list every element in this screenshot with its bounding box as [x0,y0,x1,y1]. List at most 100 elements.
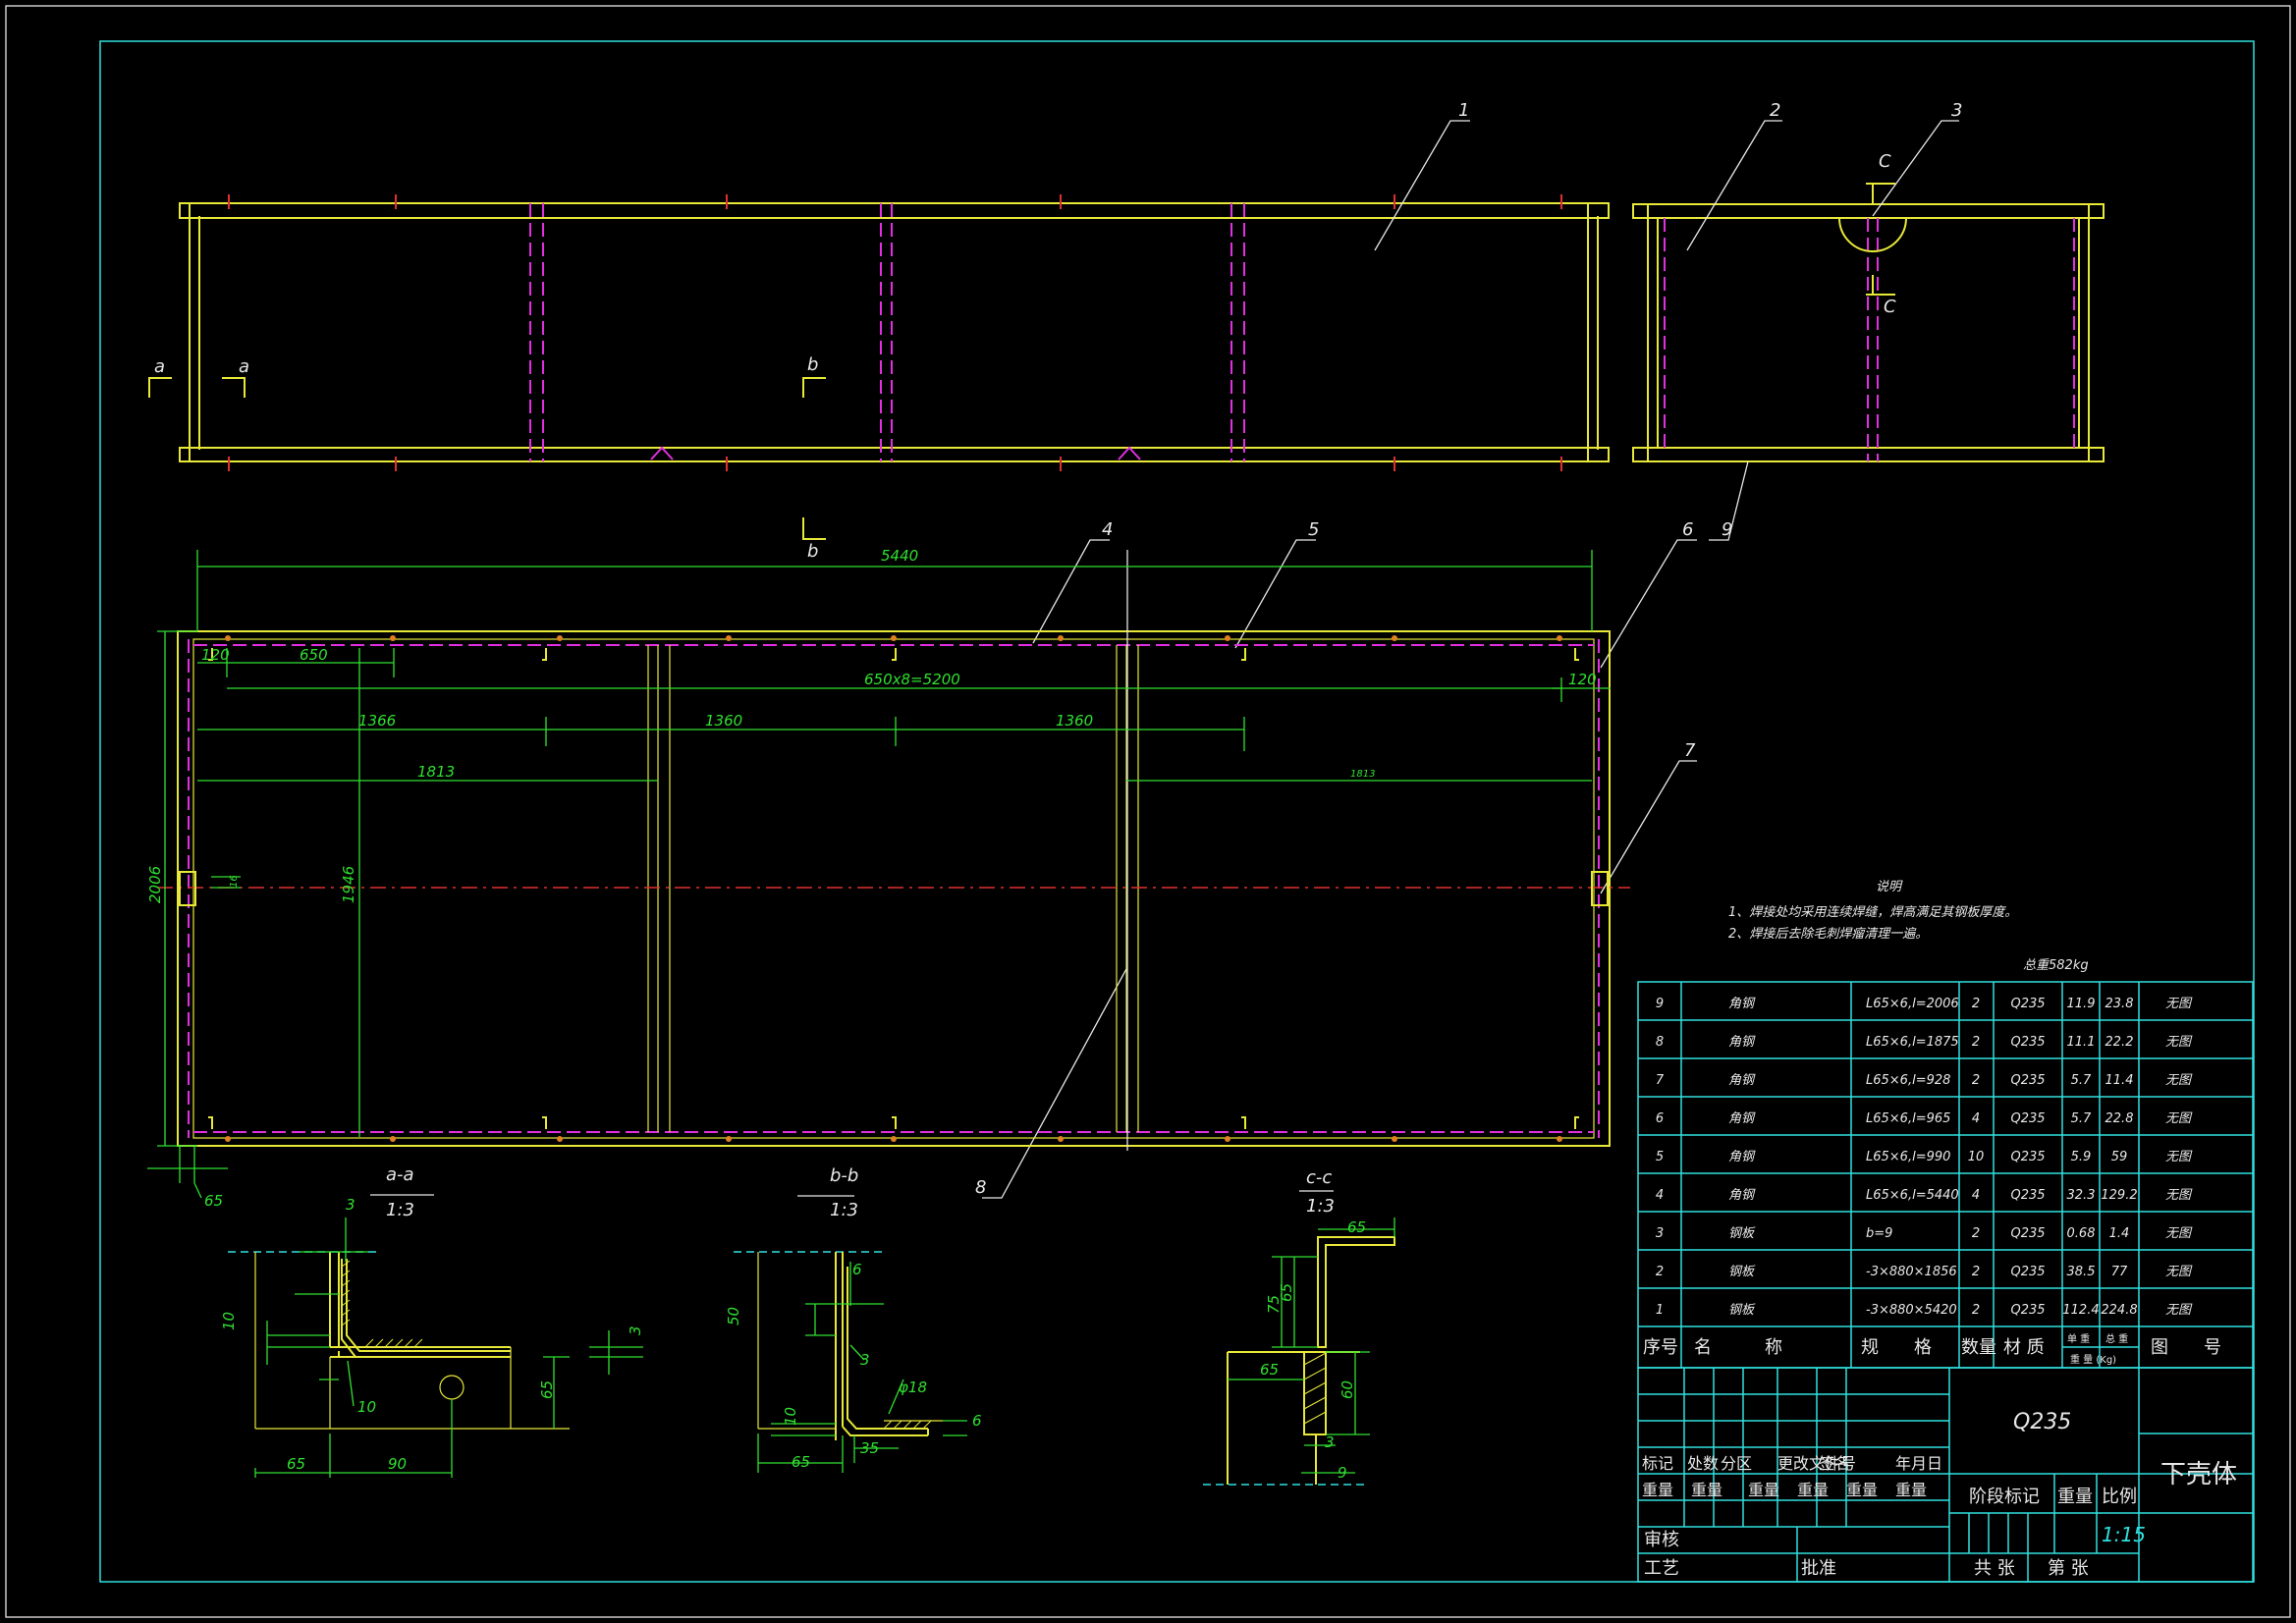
sheet-no: 第 张 [2048,1558,2089,1579]
bom-header-spec: 规 格 [1861,1337,1932,1358]
bom-cell-total: 22.8 [2105,1111,2134,1126]
bom-cell-mat: Q235 [2010,1035,2045,1050]
side-view [1632,183,2105,462]
notes-title: 说明 [1876,880,1903,894]
section-c-c-dim-9: 9 [1338,1464,1347,1482]
notes-item-1: 1、焊接处均采用连续焊缝，焊高满足其钢板厚度。 [1728,905,2017,920]
bom-cell-spec: -3×880×1856 [1866,1265,1957,1279]
sign-cell: 重量 [1642,1481,1673,1499]
rev-header: 分区 [1721,1454,1752,1473]
rev-header: 处数 [1687,1454,1719,1473]
cut-c-bottom: C [1884,297,1896,317]
dim-seg3: 1360 [1056,712,1093,730]
bom-cell-mat: Q235 [2010,1303,2045,1318]
section-b-b-dim-6-top: 6 [852,1261,862,1278]
dim-span-right: 1813 [1350,769,1375,780]
bom-cell-qty: 2 [1972,1303,1980,1318]
bom-header-qty: 数量 [1961,1337,1996,1358]
bom-cell-qty: 2 [1972,1073,1980,1088]
scale-label: 比例 [2102,1487,2137,1507]
bom-cell-no: 8 [1656,1035,1664,1050]
bom-cell-mat: Q235 [2010,1226,2045,1241]
dim-small-offset: 16 [229,875,240,888]
section-a-a-dim-90: 90 [388,1455,407,1473]
callout-3: 3 [1951,100,1962,121]
sign-cell: 重量 [1895,1481,1927,1499]
section-a-a-dim-10-bottom: 10 [357,1398,376,1416]
bom-cell-remark: 无图 [2165,1265,2193,1279]
title-part-name: 下壳体 [2160,1460,2237,1489]
bom-cell-name: 角钢 [1728,1188,1756,1203]
section-a-a-dim-10-left: 10 [220,1312,238,1330]
cut-b-top: b [807,354,818,375]
bom-header-no: 序号 [1643,1337,1678,1358]
bom-cell-no: 2 [1656,1265,1664,1279]
bom-cell-remark: 无图 [2165,1111,2193,1126]
section-b-b [734,1195,967,1473]
section-b-b-scale: 1:3 [830,1200,858,1220]
bom-cell-no: 4 [1656,1188,1664,1203]
bom-cell-remark: 无图 [2165,1188,2193,1203]
bom-cell-no: 6 [1656,1111,1664,1126]
cut-a-left: a [154,356,165,377]
bom-cell-unit: 5.9 [2071,1150,2092,1164]
dim-edge-right: 120 [1568,671,1597,688]
section-c-c-dim-65-v: 65 [1278,1283,1295,1302]
bom-cell-spec: L65×6,l=928 [1866,1073,1950,1088]
sign-cell: 重量 [1797,1481,1829,1499]
section-c-c-title: c-c [1306,1167,1332,1188]
bom-cell-name: 角钢 [1728,1111,1756,1126]
plan-view [157,550,1630,1151]
weight-label: 重量 [2057,1487,2093,1507]
bom-cell-no: 9 [1656,997,1664,1011]
section-a-a-dim-65-right: 65 [538,1380,556,1399]
section-b-b-dim-3: 3 [860,1351,870,1369]
section-b-b-dim-6-right: 6 [972,1412,982,1430]
review-label: 审核 [1644,1530,1679,1550]
bom-cell-total: 129.2 [2101,1188,2137,1203]
bom-cell-spec: L65×6,l=2006 [1866,997,1959,1011]
section-b-b-dim-10: 10 [782,1407,799,1426]
bom-cell-mat: Q235 [2010,1265,2045,1279]
bom-cell-remark: 无图 [2165,1150,2193,1164]
bom-cell-unit: 38.5 [2067,1265,2096,1279]
bom-cell-spec: L65×6,l=965 [1866,1111,1950,1126]
bom-cell-no: 5 [1656,1150,1664,1164]
callout-5: 5 [1308,519,1319,540]
callout-1: 1 [1458,100,1469,121]
bom-cell-spec: L65×6,l=5440 [1866,1188,1959,1203]
section-a-a [228,1194,643,1478]
dim-inner-height: 1946 [340,866,357,903]
front-view [148,194,1610,540]
bom-cell-total: 1.4 [2109,1226,2130,1241]
bom-cell-no: 7 [1656,1073,1665,1088]
bom-grid [1637,981,2254,1369]
bom-cell-spec: -3×880×5420 [1866,1303,1957,1318]
bom-cell-name: 钢板 [1728,1303,1756,1318]
sign-cell: 重量 [1691,1481,1722,1499]
title-scale: 1:15 [2102,1523,2146,1546]
section-c-c-dim-60: 60 [1339,1380,1356,1399]
section-b-b-title: b-b [830,1165,858,1186]
section-c-c [1203,1190,1395,1486]
title-material: Q235 [2013,1410,2071,1434]
callout-4: 4 [1102,519,1113,540]
bom-cell-qty: 2 [1972,1226,1980,1241]
bom-cell-spec: L65×6,l=1875 [1866,1035,1959,1050]
callout-9: 9 [1722,519,1732,540]
cut-c-top: C [1879,151,1891,172]
bom-cell-spec: L65×6,l=990 [1866,1150,1950,1164]
rev-header: 更改文件号 [1777,1454,1856,1473]
section-c-c-dim-65-h: 65 [1260,1361,1279,1379]
cut-b-bottom: b [807,541,818,562]
bom-cell-mat: Q235 [2010,1111,2045,1126]
section-b-b-dim-65: 65 [792,1453,810,1471]
bom-header-weight: 重 量 (Kg) [2070,1353,2116,1366]
dim-edge-left: 120 [201,646,230,664]
dim-pitch-total: 650x8=5200 [864,671,960,688]
dim-overall-length: 5440 [881,547,918,565]
bom-cell-total: 59 [2111,1150,2128,1164]
notes-item-2: 2、焊接后去除毛刺焊瘤清理一遍。 [1728,926,1928,942]
bom-cell-no: 1 [1656,1303,1664,1318]
